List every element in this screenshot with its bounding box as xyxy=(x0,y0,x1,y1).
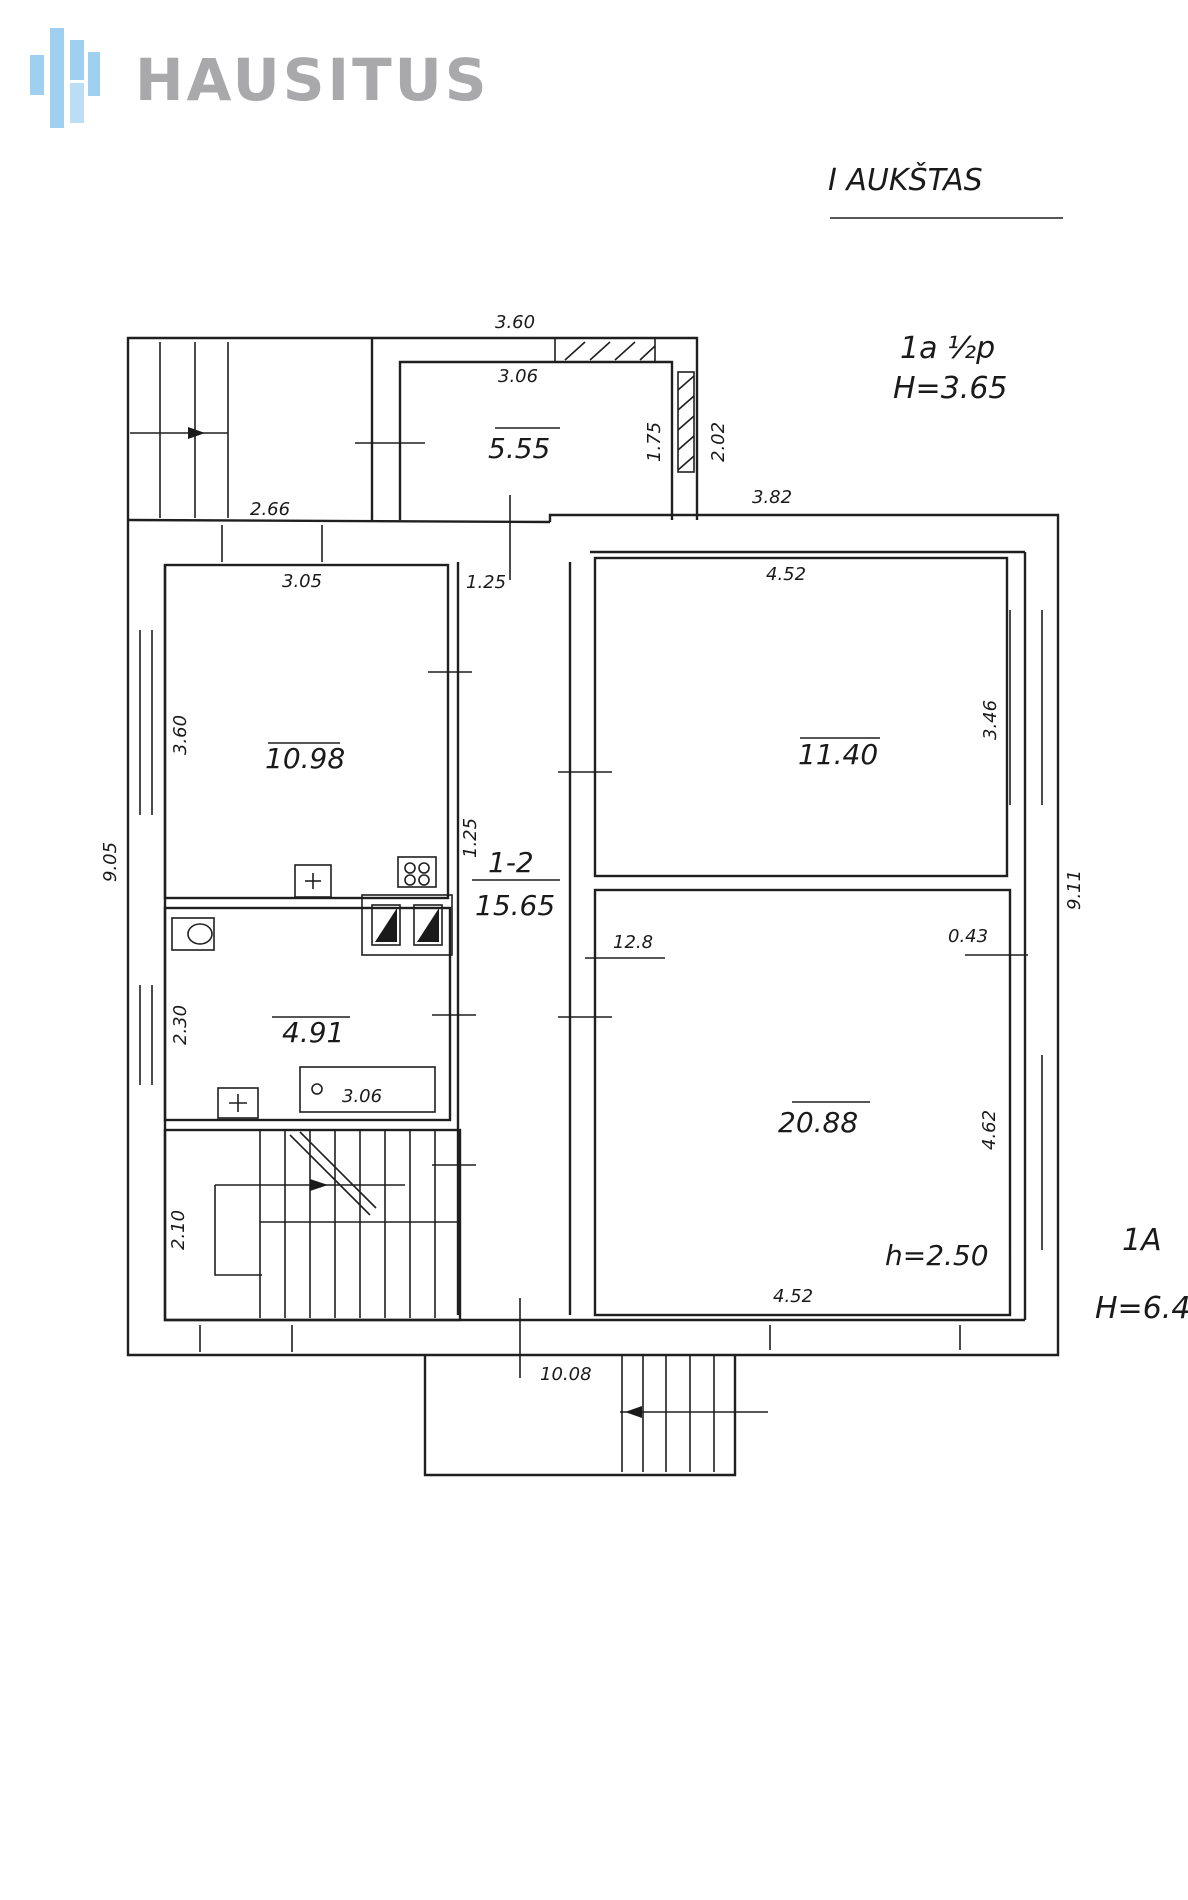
area-underlines xyxy=(268,427,880,1103)
dim-small-top-width: 3.06 xyxy=(498,366,538,387)
dim-stair-height: 2.10 xyxy=(168,1210,189,1250)
height-note: H=3.65 xyxy=(893,371,1008,406)
side-cut-label: 1A xyxy=(1122,1223,1162,1258)
dim-top-left-width: 3.05 xyxy=(282,571,322,592)
dim-chimney: 1.25 xyxy=(460,818,481,858)
chimney-icon xyxy=(397,856,437,888)
area-small-top: 5.55 xyxy=(488,432,550,465)
dim-top-right-width: 4.52 xyxy=(766,564,806,585)
dim-wall-right: 0.43 xyxy=(948,926,988,947)
windows xyxy=(139,525,1043,1352)
interior-stairs xyxy=(214,1130,460,1318)
outer-walls xyxy=(126,336,1060,1477)
dim-top-width: 3.60 xyxy=(495,312,535,333)
category-note: 1a ½p xyxy=(900,331,995,366)
side-height-note: H=6.4 xyxy=(1095,1291,1188,1326)
left-porch-railing xyxy=(130,342,229,518)
dim-left-total: 9.05 xyxy=(100,842,121,882)
interior-walls xyxy=(163,556,1012,1322)
area-top-left: 10.98 xyxy=(265,742,345,775)
hausitus-logo: HAUSITUS xyxy=(30,28,490,128)
dim-bottom-right-height: 4.62 xyxy=(979,1110,1000,1150)
dim-right-offset: 3.82 xyxy=(752,487,792,508)
area-top-right: 11.40 xyxy=(798,738,878,771)
entrance-steps xyxy=(620,1355,768,1472)
dim-bottom-right-width: 4.52 xyxy=(773,1286,813,1307)
floor-title: I AUKŠTAS xyxy=(828,161,983,198)
stove-icon xyxy=(361,894,453,956)
dim-top-left-height: 3.60 xyxy=(170,715,191,755)
bottom-right-room-height: h=2.50 xyxy=(885,1239,989,1272)
dim-small-top-h2: 2.02 xyxy=(708,422,729,462)
toilet-icon xyxy=(171,917,215,951)
dim-corridor-width: 1.25 xyxy=(466,572,506,593)
basin-icon xyxy=(217,1087,259,1119)
dim-porch-left: 2.66 xyxy=(250,499,290,520)
dim-top-right-height: 3.46 xyxy=(980,700,1001,740)
dim-tub-length: 3.06 xyxy=(342,1086,382,1107)
area-corridor: 15.65 xyxy=(475,889,555,922)
dim-small-top-h1: 1.75 xyxy=(644,422,665,462)
hatched-wall xyxy=(564,341,695,473)
dim-total-width: 10.08 xyxy=(540,1364,592,1385)
logo-wordmark: HAUSITUS xyxy=(135,46,490,114)
door-marks xyxy=(355,442,1028,1378)
sink-icon xyxy=(294,864,332,898)
corridor-code: 1-2 xyxy=(488,846,534,879)
area-bottom-right: 20.88 xyxy=(778,1106,858,1139)
dim-right-total: 9.11 xyxy=(1064,870,1085,910)
dim-door-left: 12.8 xyxy=(613,932,653,953)
bathtub-icon xyxy=(299,1066,436,1113)
logo-mark-icon xyxy=(30,28,100,128)
area-bath: 4.91 xyxy=(282,1016,344,1049)
dim-bath-height: 2.30 xyxy=(170,1005,191,1045)
bath-fixtures xyxy=(171,856,453,1119)
